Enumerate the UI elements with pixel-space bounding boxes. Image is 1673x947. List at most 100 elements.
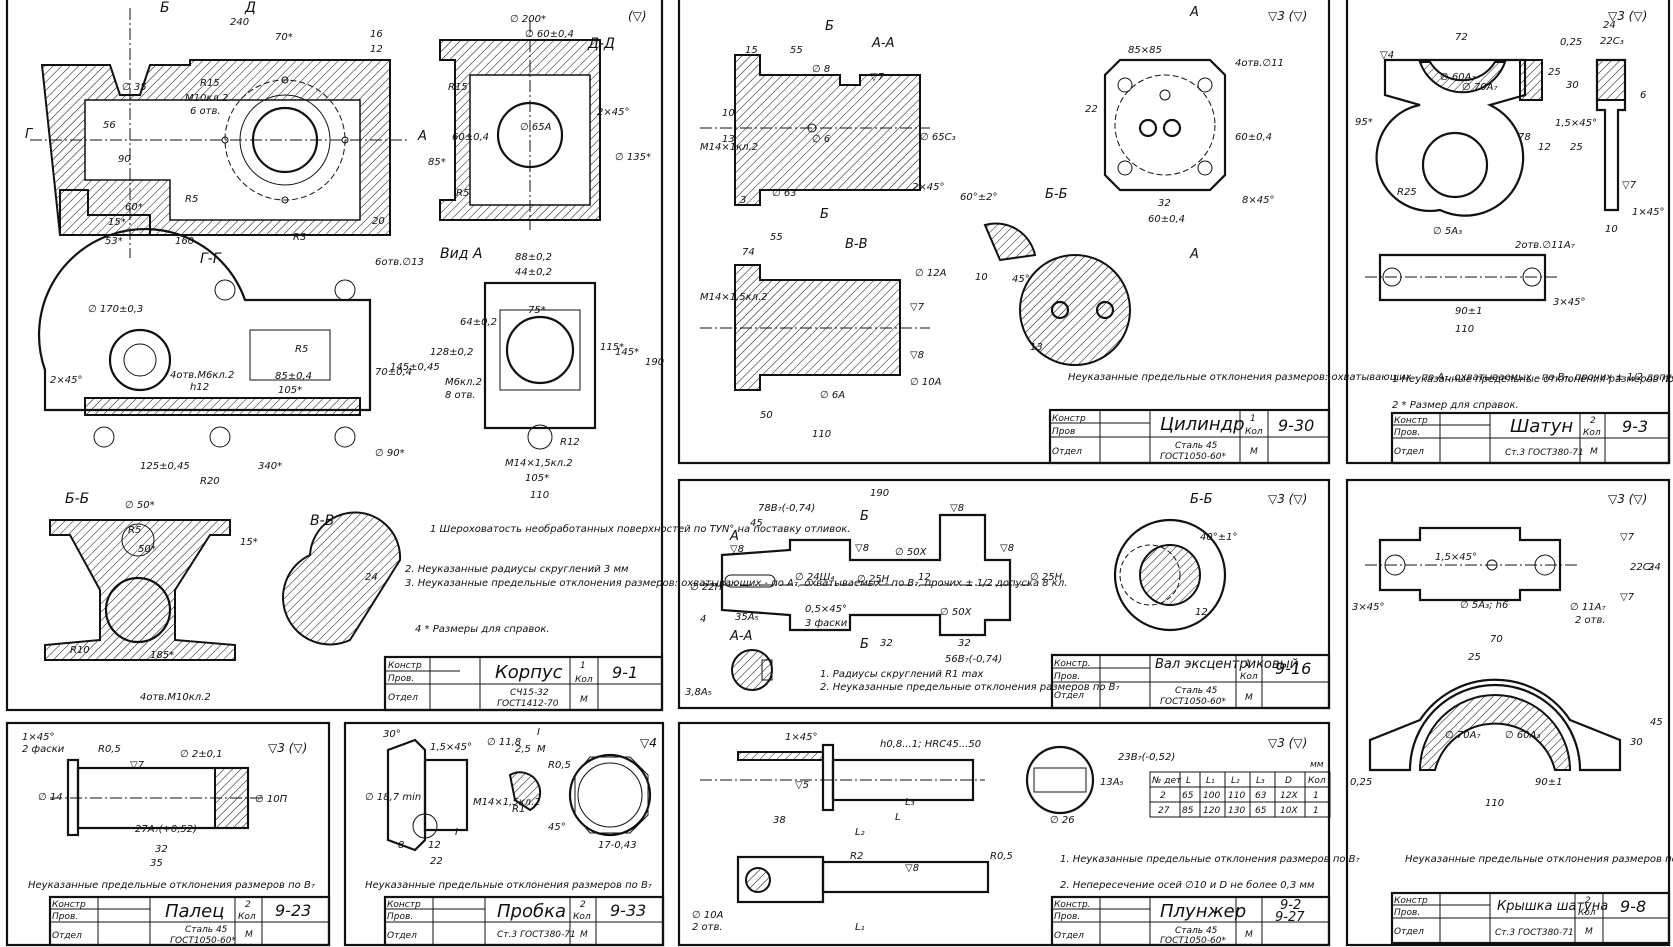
material: СЧ15-32 (510, 688, 549, 698)
dim: L₂ (855, 827, 865, 838)
dim: R5 (128, 525, 141, 536)
roughness-9-23: ▽3 (▽) (268, 741, 307, 755)
dim: ∅ 11А₇ (1570, 602, 1605, 613)
dims-9-1: 240 70* ∅ 35 R15 M10кл.2 6 отв. 56 90 60… (50, 14, 664, 703)
dim: ∅ 63 (772, 188, 797, 199)
dims-9-30: 15 55 ∅ 8 ▽7 M14×1кл.2 10 13 3 ∅ 6 ∅ 65С… (700, 45, 1284, 440)
note-9-3-2: 2 * Размер для справок. (1392, 400, 1519, 411)
dim: 32 (880, 638, 893, 649)
dim: 4отв.M10кл.2 (140, 692, 211, 703)
dim: ∅ 5А₃; h6 (1460, 600, 1508, 611)
konstr-label: Констр. (1054, 659, 1091, 669)
dim: 0,25 (1350, 777, 1372, 788)
dim: L₁ (855, 922, 865, 933)
dim: 70* (275, 32, 293, 43)
dim: 90±1 (1535, 777, 1562, 788)
dim: 60±0,4 (1148, 214, 1185, 225)
view-vv-9-30 (700, 264, 930, 391)
dim: 78В₇(-0,74) (758, 503, 815, 514)
dim: 85* (428, 157, 446, 168)
dim: ▽7 (870, 72, 885, 83)
dim: 23В₇(-0,52) (1118, 752, 1175, 763)
dim: I (455, 827, 458, 838)
dim: 53* (105, 236, 123, 247)
dim: ∅ 50Х (940, 607, 973, 618)
td: 100 (1203, 791, 1220, 801)
dim: ∅ 14 (38, 792, 63, 803)
dim: ▽7 (130, 760, 145, 771)
dim: 64±0,2 (460, 317, 497, 328)
td: 130 (1228, 806, 1245, 816)
dim: 50 (760, 410, 773, 421)
dim: 56 (103, 120, 116, 131)
dim: 185* (150, 650, 174, 661)
otdel-label: Отдел (387, 931, 417, 941)
mark: М (580, 930, 588, 940)
dim: 60* (125, 202, 143, 213)
dim: 105* (525, 473, 549, 484)
sheet-count: 1 (1250, 414, 1256, 424)
dim: 15 (745, 45, 758, 56)
label: А (1189, 247, 1199, 262)
prov-label: Пров (1052, 427, 1075, 437)
dim: 30° (383, 729, 401, 740)
dim: ▽7 (1620, 532, 1635, 543)
dim: ▽8 (905, 863, 919, 874)
label-dd-9-1: Д-Д (587, 36, 615, 52)
dim: 3,8А₅ (685, 687, 712, 698)
label-b-9-1: Б (160, 0, 170, 16)
dim: R5 (185, 194, 198, 205)
sheet-count: 2 (1585, 896, 1591, 906)
dim: 10 (1605, 224, 1618, 235)
view-side-9-30 (1103, 58, 1227, 192)
note: 4 * Размеры для справок. (415, 624, 550, 635)
dim: R0,5 (98, 744, 121, 755)
td: 85 (1182, 806, 1194, 816)
dim: M6кл.2 (445, 377, 482, 388)
part-name: Шатун (1510, 416, 1573, 437)
frame-9-30 (677, 0, 1331, 465)
dim: R10 (70, 645, 90, 656)
prov-label: Пров. (52, 912, 78, 922)
dim: ∅ 18,7 min (365, 792, 421, 803)
material: Сталь 45 (1175, 441, 1218, 451)
view-bb-9-30 (983, 222, 1131, 366)
dim: ∅ 200* (510, 14, 546, 25)
dim: R20 (200, 476, 220, 487)
part-name: Цилиндр (1160, 414, 1245, 435)
dim: 45 (1650, 717, 1663, 728)
dim: 340* (258, 461, 282, 472)
dim: R5 (456, 188, 469, 199)
otdel-label: Отдел (52, 931, 82, 941)
label-a-9-1: А (417, 129, 427, 144)
mark: М (245, 930, 253, 940)
dim: ∅ 11,8 (487, 737, 521, 748)
label-view-a-9-1: Вид А (440, 246, 482, 262)
kol-label: Кол (1583, 428, 1601, 438)
dim: 0,5×45° (805, 604, 847, 615)
roughness-9-16: ▽3 (▽) (1268, 492, 1307, 506)
dim: 17-0,43 (598, 840, 637, 851)
dim: ∅ 6А (820, 390, 845, 401)
dim: ∅ 50Х (895, 547, 928, 558)
dim: 22С₃ (1600, 36, 1624, 47)
dim: 2 отв. (692, 922, 723, 933)
dim: ▽7 (910, 302, 925, 313)
standard: ГОСТ1050-60* (1160, 452, 1226, 462)
dim: 6 отв. (190, 106, 221, 117)
prov-label: Пров. (388, 674, 414, 684)
view-plan-9-3 (1365, 253, 1560, 302)
note-9-30: Неуказанные предельные отклонения размер… (1068, 372, 1673, 383)
view-plan-9-8 (1365, 526, 1580, 602)
otdel-label: Отдел (1052, 447, 1082, 457)
note-9-23: Неуказанные предельные отклонения размер… (28, 880, 315, 891)
material: Сталь 45 (1175, 926, 1218, 936)
dim: ∅ 60А₃ (1505, 730, 1540, 741)
labels-9-16: Б-Б А Б А-А Б (729, 492, 1213, 652)
dim: R25 (1397, 187, 1417, 198)
th: D (1285, 776, 1292, 786)
drawing-number: 9-1 (612, 663, 638, 682)
th: № дет (1151, 776, 1182, 786)
dim: 10 (975, 272, 988, 283)
otdel-label: Отдел (1054, 691, 1084, 701)
